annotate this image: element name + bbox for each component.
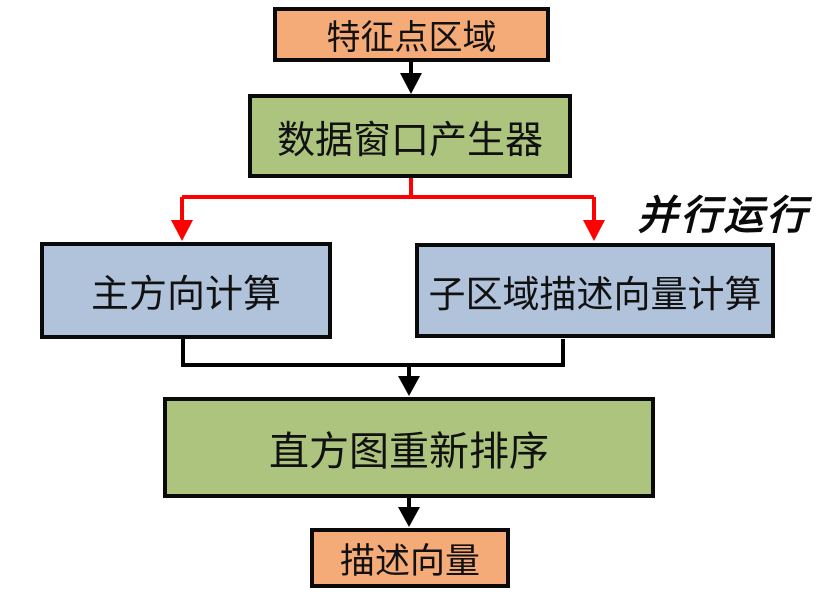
- node-subregion-descriptor-label: 子区域描述向量计算: [428, 274, 762, 316]
- node-main-direction: 主方向计算: [40, 242, 332, 339]
- node-window-generator: 数据窗口产生器: [248, 94, 572, 178]
- node-histogram-reorder-label: 直方图重新排序: [269, 428, 549, 474]
- node-main-direction-label: 主方向计算: [90, 274, 281, 316]
- node-feature-region: 特征点区域: [273, 7, 550, 62]
- node-subregion-descriptor: 子区域描述向量计算: [415, 243, 775, 338]
- node-descriptor-vector-label: 描述向量: [339, 541, 480, 581]
- node-histogram-reorder: 直方图重新排序: [163, 397, 655, 498]
- node-window-generator-label: 数据窗口产生器: [276, 119, 543, 162]
- node-feature-region-label: 特征点区域: [326, 20, 497, 57]
- edge-window-to-branches-red: [171, 178, 605, 241]
- edge-histogram-to-descriptor: [398, 498, 420, 527]
- edge-feature-to-window: [400, 62, 422, 94]
- parallel-run-annotation: 并行运行: [637, 193, 810, 238]
- node-descriptor-vector: 描述向量: [310, 528, 510, 588]
- edge-merge-to-histogram: [181, 339, 565, 396]
